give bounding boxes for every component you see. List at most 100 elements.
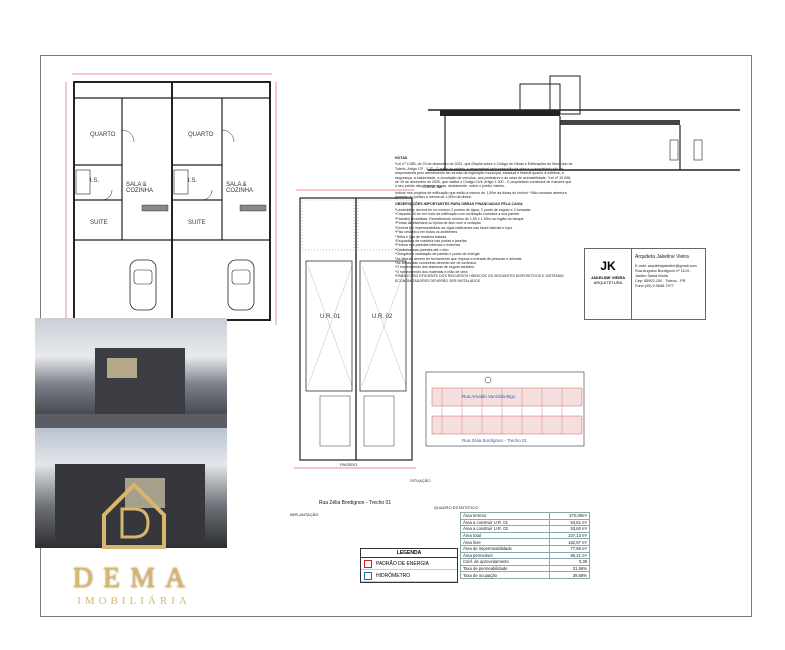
area-value: 53,60 m² xyxy=(549,525,590,533)
brand-logo: DEMA IMOBILIÁRIA xyxy=(44,465,224,607)
area-label: Área a construir U.R. 01 xyxy=(459,518,551,527)
firm-phone: Fone:(45) 9 9848-7977 xyxy=(635,284,674,288)
obs-item: *O fornecimento dos materiais e mão de o… xyxy=(395,269,468,274)
house-logo-icon xyxy=(102,482,166,549)
obs-item: *Lavanderia: deverá ter no mínimo 2 pont… xyxy=(395,208,531,213)
area-value: 270,00m² xyxy=(549,512,590,520)
title-block: JK JAKELINE VIEIRA ARQUITETURA Arquiteta… xyxy=(584,248,706,320)
obs-item: *Esquadrias de madeira nas portas e jane… xyxy=(395,238,467,243)
firm-email: E-mail: arquitetajakeline@gmail.com xyxy=(635,264,697,268)
jk-role: ARQUITETURA xyxy=(593,280,623,285)
site-plan-title: IMPLANTAÇÃO xyxy=(290,512,319,517)
area-table-title: QUADRO ESTATÍSTICO xyxy=(434,505,479,510)
room-label-suite-1: SUITE xyxy=(90,220,108,226)
area-label: Área livre xyxy=(459,538,551,546)
energy-icon xyxy=(364,559,372,568)
obs-item: *Cerâmica nas paredes até o teto xyxy=(395,247,449,252)
jk-name: JAKELINE VIEIRA xyxy=(590,275,626,280)
obs-list: *Lavanderia: deverá ter no mínimo 2 pont… xyxy=(395,208,573,283)
room-label-bath-1: I.S. xyxy=(90,178,100,184)
site-plan: U.R. 01 U.R. 02 PASSEIO Rua Zélia Bordig… xyxy=(290,186,420,517)
notes-paragraph-1: *Lei nº 2.085, de 23 de dezembro de 2021… xyxy=(395,162,573,189)
street-bottom: Rua Zélia Bordignon - Trecho 01 xyxy=(462,438,528,443)
brand-sub: IMOBILIÁRIA xyxy=(77,595,191,607)
room-label-suite-2: SUITE xyxy=(188,220,206,226)
area-value: 77,66 m² xyxy=(549,544,590,553)
area-label: Coef. de aproveitamento xyxy=(459,558,551,566)
area-label: Taxa de ocupação xyxy=(459,571,551,579)
location-map: Rua Arnaldo Vanzella Bigo Rua Zélia Bord… xyxy=(410,368,588,483)
area-value: 53,61 m² xyxy=(549,518,590,527)
obs-item: *PARA O USO EFICIENTE DOS RECURSOS HÍDRI… xyxy=(395,274,564,283)
location-title: SITUAÇÃO xyxy=(410,478,431,483)
area-label: Área terreno xyxy=(459,512,551,520)
obs-item: *As laterais devem ter fechamento que im… xyxy=(395,256,522,261)
obs-item: *Calçada: 50 cm em todo da edificação co… xyxy=(395,212,520,217)
title-contact: Arquiteta Jakeline Vieira E-mail: arquit… xyxy=(635,255,703,289)
location-drawing xyxy=(425,371,585,447)
obs-item: *Piso cerâmico em todos os ambientes xyxy=(395,230,458,235)
render-photo-1 xyxy=(35,318,227,428)
obs-item: *Portas de alvenaria ou tijolos de 6cm c… xyxy=(395,221,481,226)
legend-box: LEGENDA PADRÃO DE ENERGIA HIDRÔMETRO xyxy=(360,548,458,583)
jk-logo: JK xyxy=(600,259,616,273)
meter-icon xyxy=(364,571,372,580)
area-value: 0,39 xyxy=(549,558,590,566)
area-label: Área permeável xyxy=(459,551,551,560)
brand-name: DEMA xyxy=(72,563,196,594)
legend-title: LEGENDA xyxy=(361,549,457,558)
area-label: Taxa de permeabilidade xyxy=(459,564,551,573)
room-label-bath-2: I.S. xyxy=(188,178,198,184)
obs-item: *O fornecimento dos sistemas de esgoto s… xyxy=(395,265,475,270)
floor-plan-drawing xyxy=(65,73,277,325)
section-drawing xyxy=(428,75,740,171)
obs-heading: OBSERVAÇÕES IMPORTANTES PARA OBRAS FINAN… xyxy=(395,201,523,206)
street-top: Rua Arnaldo Vanzella Bigo xyxy=(462,394,516,399)
room-label-living-1: SALA & COZINHA xyxy=(126,182,153,194)
firm-address: Rua Augusto Bordignon nº 1104 - Jardim S… xyxy=(635,269,692,278)
section-view: CORTE AA xyxy=(420,70,745,190)
unit-label-1: U.R. 01 xyxy=(320,314,341,320)
area-value: 85,21 m² xyxy=(549,551,590,560)
area-value: 31,56% xyxy=(549,564,590,573)
notes-paragraph-2: Indicar nos projetos de edificação que e… xyxy=(395,190,567,200)
title-logo-area: JK JAKELINE VIEIRA ARQUITETURA xyxy=(585,249,632,319)
room-label-living-2: SALA & COZINHA xyxy=(226,182,253,194)
legend-energy-label: PADRÃO DE ENERGIA xyxy=(376,560,429,567)
legend-item-meter: HIDRÔMETRO xyxy=(361,570,457,582)
room-label-bedroom-1: QUARTO xyxy=(90,132,116,138)
notes-heading: NOTAS xyxy=(395,156,408,160)
floor-plan: QUARTO QUARTO I.S. I.S. SALA & COZINHA S… xyxy=(62,70,282,340)
legend-item-energy: PADRÃO DE ENERGIA xyxy=(361,558,457,570)
obs-item: *Paredes revestidas: Revestimento mínimo… xyxy=(395,216,524,221)
unit-label-2: U.R. 02 xyxy=(372,314,393,320)
area-label: Área de impermeabilidade xyxy=(459,544,551,553)
area-label: Área a construir U.R. 02 xyxy=(459,525,551,533)
legend-meter-label: HIDRÔMETRO xyxy=(376,572,411,579)
site-plan-drawing xyxy=(294,189,416,469)
area-value: 39,68% xyxy=(549,571,590,579)
room-label-bedroom-2: QUARTO xyxy=(188,132,214,138)
area-value: 162,87 m² xyxy=(549,538,590,546)
obs-item: *Pintura nas paredes internas e externas xyxy=(395,243,461,248)
obs-item: *Telha e ripa de madeira tratada xyxy=(395,234,447,239)
obs-item: *Obrigatório instalação de padrão e pont… xyxy=(395,252,480,257)
obs-item: *As telhas das cumeeiras deverão ser de … xyxy=(395,260,477,265)
firm-name: Arquiteta Jakeline Vieira xyxy=(635,254,689,260)
area-value: 107,13 m² xyxy=(549,531,590,540)
section-title: CORTE AA xyxy=(422,184,443,189)
notes-block: NOTAS *Lei nº 2.085, de 23 de dezembro d… xyxy=(395,156,573,283)
front-label: PASSEIO xyxy=(340,462,358,467)
area-label: Área total xyxy=(459,531,551,540)
